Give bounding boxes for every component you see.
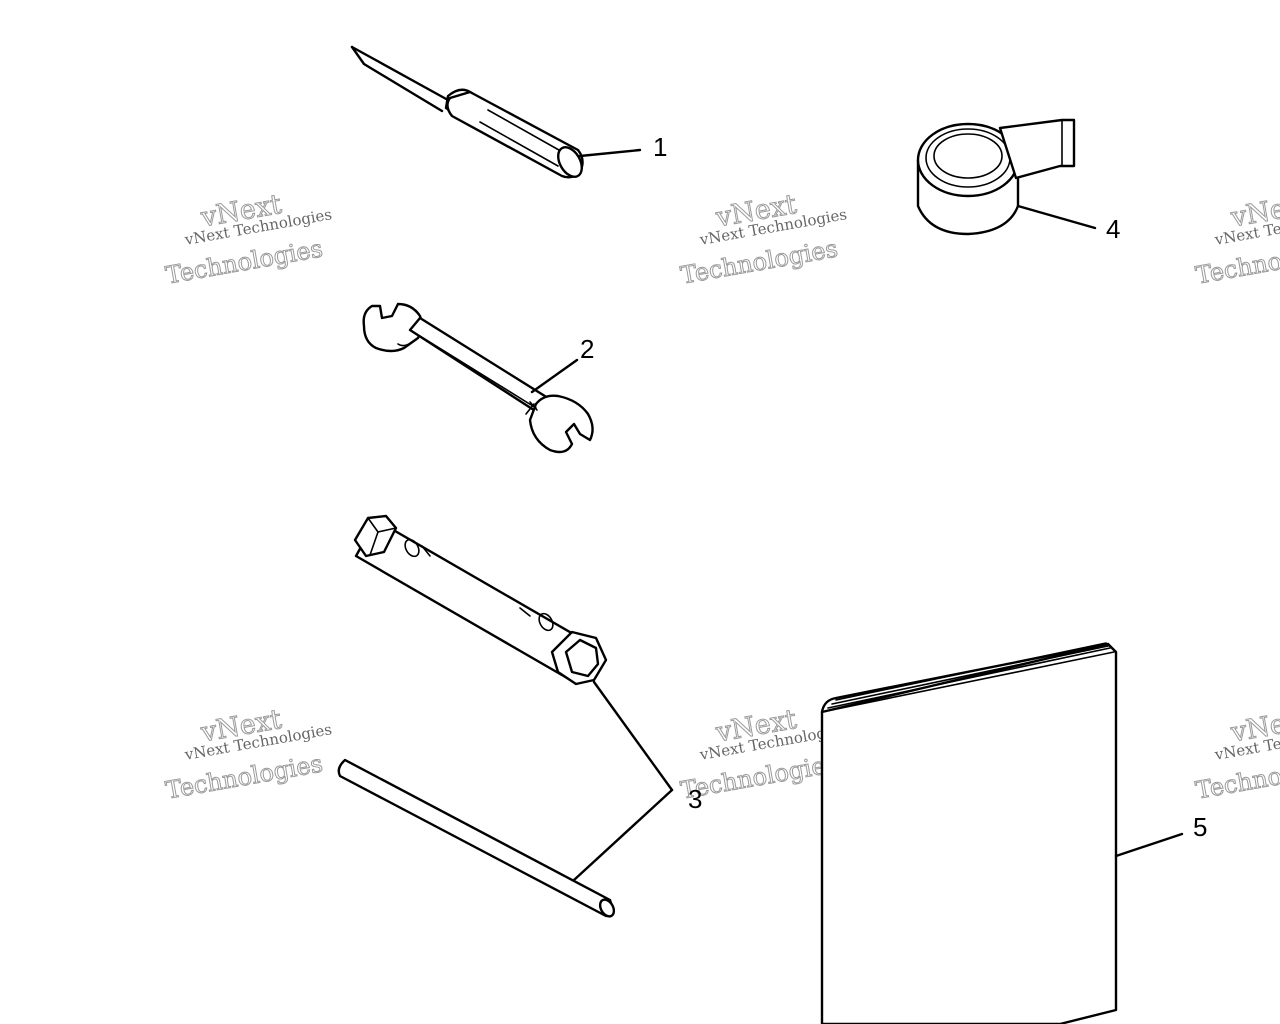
callout-5: 5 bbox=[1193, 812, 1207, 842]
leader-line-3a bbox=[592, 680, 674, 792]
leader-line-4 bbox=[1016, 204, 1097, 230]
callout-1: 1 bbox=[653, 132, 667, 162]
watermark-bottom-right: vNext vNext Technologies Technologies bbox=[1193, 703, 1280, 805]
watermark-bottom-left: vNext vNext Technologies Technologies bbox=[163, 703, 333, 805]
leader-line-3b bbox=[572, 788, 674, 882]
tape-roll-icon bbox=[916, 118, 1076, 236]
watermark-top-right: vNext vNext Technologies Technologies bbox=[1193, 188, 1280, 290]
screwdriver-icon bbox=[350, 45, 584, 179]
tommy-bar-icon bbox=[337, 758, 616, 918]
wrench-icon bbox=[362, 302, 594, 454]
callout-3: 3 bbox=[688, 784, 702, 814]
manual-booklet-icon bbox=[820, 642, 1118, 1024]
leader-line-2 bbox=[530, 358, 579, 394]
callout-2: 2 bbox=[580, 334, 594, 364]
watermark-top-center: vNext vNext Technologies Technologies bbox=[678, 188, 848, 290]
socket-wrench-icon bbox=[353, 514, 608, 686]
leader-line-5 bbox=[1114, 832, 1184, 858]
leader-line-1 bbox=[578, 148, 642, 158]
watermark-top-left: vNext vNext Technologies Technologies bbox=[163, 188, 333, 290]
callout-4: 4 bbox=[1106, 214, 1120, 244]
